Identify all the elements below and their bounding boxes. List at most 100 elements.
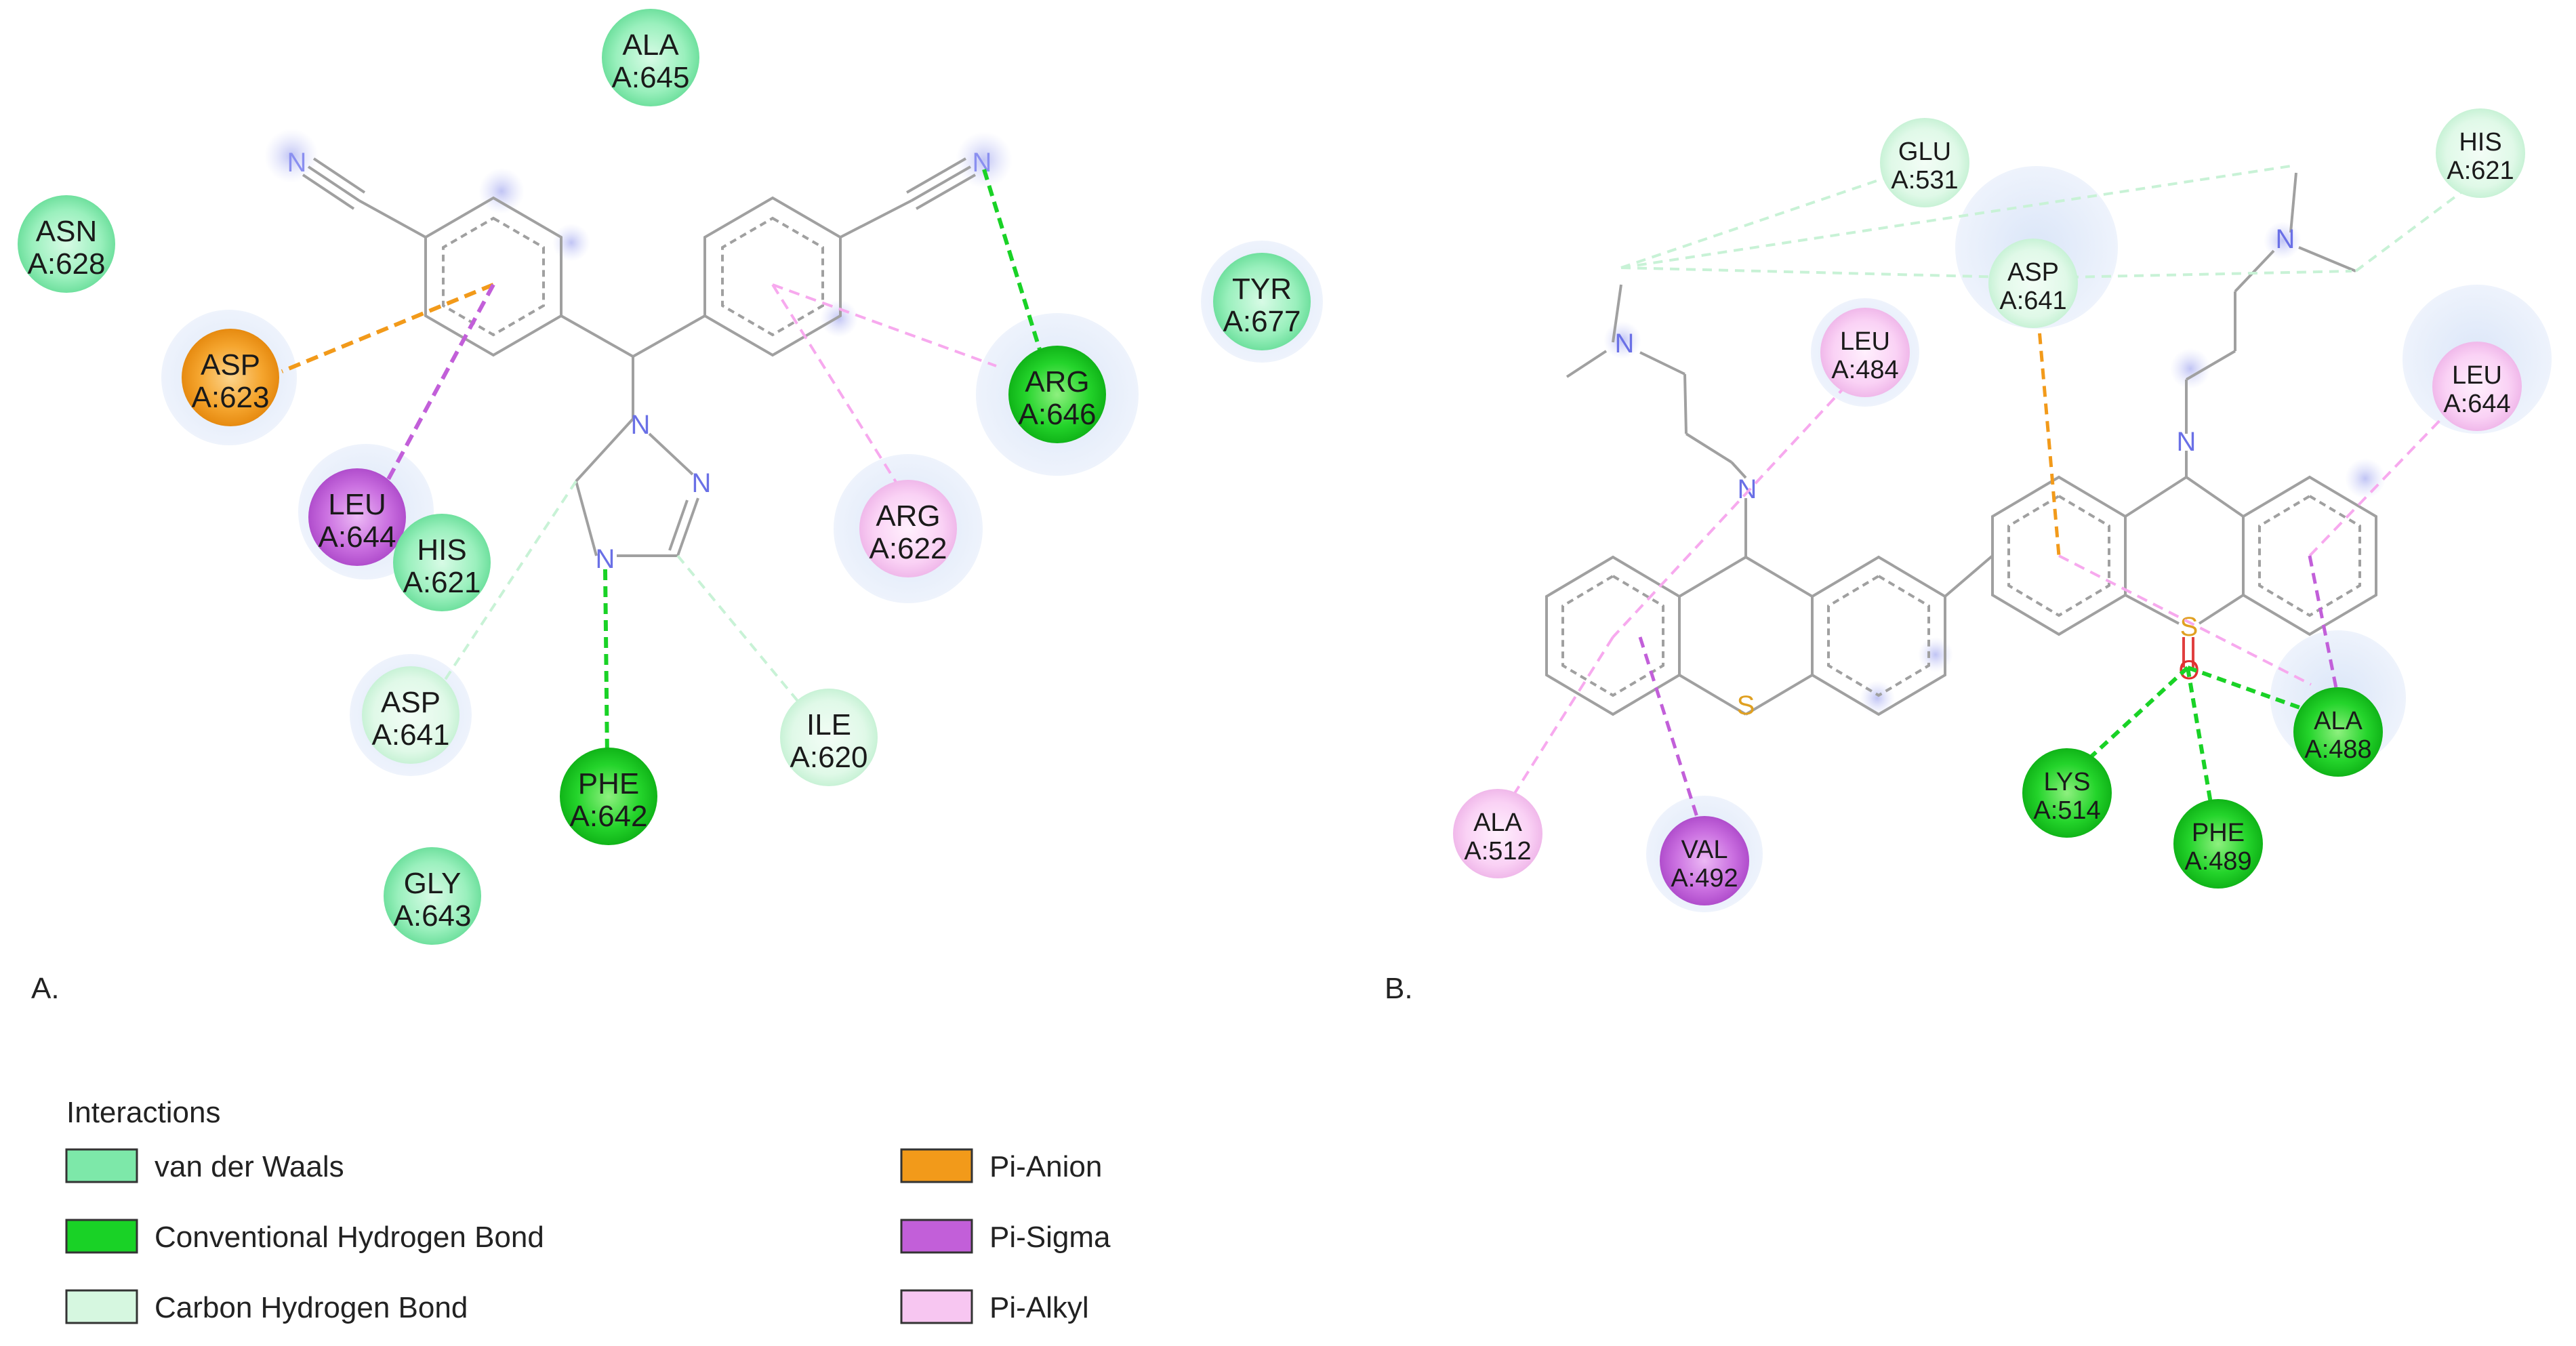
- residue-id: A:642: [570, 800, 648, 833]
- residue-disc: [2173, 799, 2263, 889]
- residue-disc: [859, 480, 957, 577]
- residue-disc: [2432, 342, 2522, 431]
- legend-item: Carbon Hydrogen Bond: [65, 1289, 468, 1324]
- nitrogen-atom: N: [2177, 427, 2196, 457]
- residue-disc: [1660, 816, 1749, 905]
- panel-b: N N N N S S O: [1385, 108, 2552, 1005]
- nitrogen-atom: N: [1615, 329, 1635, 359]
- residue-name: GLY: [404, 867, 462, 900]
- nitrogen-atom: N: [287, 148, 307, 178]
- residue-name: HIS: [2459, 128, 2501, 157]
- panel-label-b: B.: [1385, 972, 1413, 1005]
- residue-disc: [308, 468, 406, 566]
- residue-disc: [2022, 748, 2112, 838]
- nitrogen-atom: N: [692, 468, 712, 498]
- residue-name: ASP: [201, 348, 260, 382]
- residue-id: A:492: [1671, 864, 1738, 893]
- legend-item: Conventional Hydrogen Bond: [65, 1219, 544, 1254]
- sulfur-atom: S: [1737, 691, 1755, 720]
- legend-title: Interactions: [66, 1096, 220, 1129]
- residue-id: A:645: [612, 61, 690, 94]
- interaction-lines-a: [281, 169, 1046, 760]
- residue-id: A:621: [2447, 157, 2514, 185]
- residue-disc: [2293, 687, 2383, 777]
- residue-name: GLU: [1898, 138, 1951, 166]
- legend-swatch: [65, 1148, 138, 1183]
- residue-disc: [384, 847, 481, 945]
- legend-swatch: [900, 1289, 973, 1324]
- residue-name: ALA: [622, 28, 679, 62]
- residue-id: A:621: [403, 566, 481, 599]
- legend-item: Pi-Sigma: [900, 1219, 1111, 1254]
- residue-name: ALA: [2314, 707, 2363, 735]
- residue-disc: [18, 195, 115, 293]
- interaction-lines-b: [1496, 161, 2475, 841]
- residue-id: A:484: [1831, 356, 1898, 384]
- residue-disc: [780, 689, 878, 786]
- atom-labels-b: N N N N S S O: [1615, 224, 2295, 720]
- residue-name: ASP: [2007, 258, 2059, 287]
- residue-name: PHE: [578, 767, 639, 800]
- nitrogen-atom: N: [1738, 474, 1757, 504]
- residue-id: A:628: [28, 247, 106, 281]
- nitrogen-atom: N: [2276, 224, 2295, 254]
- residue-disc: [2436, 108, 2525, 198]
- residue-name: ASP: [381, 686, 441, 719]
- residue-disc: [1880, 118, 1969, 207]
- atom-highlights: [264, 129, 1013, 338]
- residue-disc: [602, 9, 699, 106]
- residue-id: A:623: [192, 381, 270, 414]
- legend-swatch: [900, 1219, 973, 1254]
- legend-label: van der Waals: [155, 1150, 344, 1183]
- panel-label-a: A.: [31, 972, 60, 1005]
- residue-id: A:677: [1223, 305, 1301, 338]
- residue-name: LEU: [1840, 327, 1890, 356]
- residue-id: A:641: [1999, 287, 2066, 315]
- residue-id: A:646: [1019, 398, 1097, 431]
- legend-swatch: [65, 1219, 138, 1254]
- residue-disc: [1213, 253, 1311, 350]
- residue-disc: [1453, 789, 1542, 878]
- residue-id: A:641: [372, 718, 450, 752]
- legend-label: Pi-Alkyl: [989, 1291, 1089, 1324]
- residue-name: ASN: [36, 215, 97, 248]
- residue-name: ARG: [876, 499, 940, 533]
- residue-name: LEU: [2452, 361, 2502, 390]
- residue-id: A:531: [1891, 166, 1958, 195]
- residue-name: ILE: [806, 708, 851, 741]
- residue-disc: [1820, 308, 1910, 397]
- residue-name: PHE: [2192, 819, 2245, 847]
- legend-item: Pi-Anion: [900, 1148, 1102, 1183]
- residue-name: TYR: [1232, 272, 1292, 306]
- residue-id: A:489: [2184, 847, 2251, 876]
- panel-a: N N N N N ALAA:645ASNA:628ASPA:623LEUA:6…: [18, 9, 1323, 1005]
- residue-id: A:644: [319, 521, 396, 554]
- legend-label: Carbon Hydrogen Bond: [155, 1291, 468, 1324]
- residue-id: A:622: [870, 532, 947, 565]
- legend-item: van der Waals: [65, 1148, 344, 1183]
- residue-name: VAL: [1681, 836, 1727, 864]
- residue-disc: [182, 329, 279, 426]
- residue-name: LYS: [2043, 768, 2090, 796]
